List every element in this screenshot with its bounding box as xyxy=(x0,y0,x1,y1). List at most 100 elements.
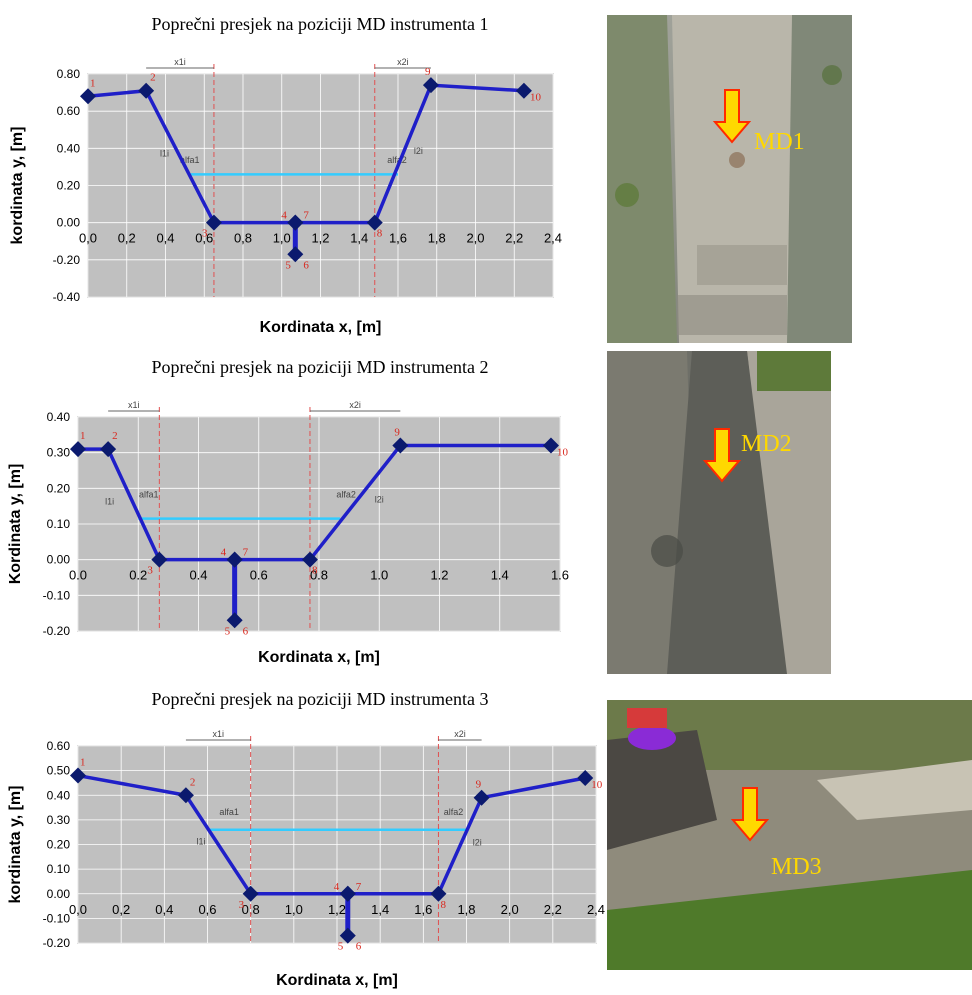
photo-md2-image xyxy=(607,351,831,674)
y-tick-label: -0.20 xyxy=(43,624,71,638)
chart-title: Poprečni presjek na poziciji MD instrume… xyxy=(151,689,489,709)
data-point-marker xyxy=(242,885,259,902)
data-point-marker xyxy=(339,885,356,902)
x-tick-label: 2,0 xyxy=(466,231,484,246)
y-axis-title: Kordinata y, [m] xyxy=(7,464,24,585)
x-tick-label: 0,4 xyxy=(155,902,173,917)
x-tick-label: 0,0 xyxy=(79,231,97,246)
point-label: 10 xyxy=(591,779,603,791)
annotation-label: l2i xyxy=(375,495,384,505)
annotation-label: alfa2 xyxy=(444,807,464,817)
data-point-marker xyxy=(80,88,96,105)
x-tick-label: 1,0 xyxy=(285,902,303,917)
x-tick-label: 1,0 xyxy=(273,231,291,246)
data-point-marker xyxy=(422,77,439,94)
annotation-label: alfa2 xyxy=(336,489,356,499)
y-tick-label: 0.00 xyxy=(47,887,71,901)
y-tick-label: 0.40 xyxy=(47,410,71,424)
y-tick-label: 0.40 xyxy=(47,788,71,802)
x-tick-label: 2,2 xyxy=(544,902,562,917)
x-tick-label: 1,8 xyxy=(428,231,446,246)
point-label: 5 xyxy=(338,941,344,953)
y-tick-label: 0.60 xyxy=(47,739,71,753)
point-label: 8 xyxy=(440,899,446,911)
photo-md2: MD2 xyxy=(607,351,831,674)
data-point-marker xyxy=(226,612,243,629)
annotation-label: alfa1 xyxy=(180,155,200,165)
point-label: 9 xyxy=(476,779,482,791)
point-label: 9 xyxy=(425,66,431,78)
y-tick-label: -0.40 xyxy=(53,290,81,304)
annotation-label: l2i xyxy=(414,146,423,156)
data-point-marker xyxy=(226,551,243,568)
photo-label-md1: MD1 xyxy=(754,129,805,155)
x-tick-label: 0.2 xyxy=(129,568,147,583)
y-axis-title: kordinata y, [m] xyxy=(7,786,24,904)
point-label: 2 xyxy=(150,72,156,84)
point-label: 7 xyxy=(303,210,309,222)
photo-label-md2: MD2 xyxy=(741,431,792,457)
data-point-marker xyxy=(151,551,168,568)
data-point-marker xyxy=(177,787,194,804)
x-tick-label: 0.6 xyxy=(250,568,268,583)
point-label: 2 xyxy=(190,776,196,788)
x-tick-label: 0.4 xyxy=(189,568,207,583)
data-point-marker xyxy=(366,214,383,231)
annotation-label: l2i xyxy=(473,838,482,848)
annotation-label: l1i xyxy=(160,149,169,159)
x-tick-label: 0,2 xyxy=(112,902,130,917)
y-tick-label: 0.50 xyxy=(47,764,71,778)
x-tick-label: 1.6 xyxy=(551,568,569,583)
data-point-marker xyxy=(287,246,304,263)
y-tick-label: 0.30 xyxy=(47,446,71,460)
data-point-marker xyxy=(287,214,304,231)
point-label: 10 xyxy=(530,92,542,104)
y-tick-label: 0.10 xyxy=(47,517,71,531)
point-label: 6 xyxy=(303,259,309,271)
data-point-marker xyxy=(392,437,409,454)
x-tick-label: 0.0 xyxy=(69,568,87,583)
x-tick-label: 0,4 xyxy=(156,231,174,246)
dimension-label: x2i xyxy=(454,729,466,739)
data-point-marker xyxy=(339,927,356,944)
y-tick-label: 0.80 xyxy=(57,67,81,81)
y-tick-label: 0.00 xyxy=(57,216,81,230)
data-point-marker xyxy=(100,441,117,458)
chart-md1: Poprečni presjek na poziciji MD instrume… xyxy=(0,0,600,336)
dimension-label: x2i xyxy=(397,57,409,67)
x-axis-title: Kordinata x, [m] xyxy=(276,972,398,989)
x-tick-label: 1,6 xyxy=(414,902,432,917)
annotation-label: l1i xyxy=(105,496,114,506)
y-tick-label: 0.20 xyxy=(47,481,71,495)
point-label: 3 xyxy=(202,228,208,240)
y-tick-label: -0.20 xyxy=(53,253,81,267)
x-tick-label: 0.8 xyxy=(310,568,328,583)
point-label: 2 xyxy=(112,430,118,442)
data-point-marker xyxy=(138,82,155,99)
annotation-label: alfa1 xyxy=(219,807,239,817)
y-tick-label: -0.20 xyxy=(43,936,71,950)
x-tick-label: 0,2 xyxy=(118,231,136,246)
data-point-marker xyxy=(70,441,86,458)
y-tick-label: 0.10 xyxy=(47,862,71,876)
photo-md1-image xyxy=(607,15,852,343)
dimension-label: x2i xyxy=(349,400,361,410)
y-tick-label: 0.40 xyxy=(57,141,81,155)
point-label: 10 xyxy=(557,447,569,459)
x-tick-label: 1.0 xyxy=(370,568,388,583)
y-tick-label: 0.00 xyxy=(47,553,71,567)
x-tick-label: 1.4 xyxy=(491,568,509,583)
y-tick-label: -0.10 xyxy=(43,911,71,925)
chart-title: Poprečni presjek na poziciji MD instrume… xyxy=(151,14,489,34)
x-tick-label: 0,8 xyxy=(234,231,252,246)
x-tick-label: 1,8 xyxy=(457,902,475,917)
point-label: 1 xyxy=(80,430,86,442)
photo-md3: MD3 xyxy=(607,700,972,970)
x-tick-label: 1,6 xyxy=(389,231,407,246)
point-label: 5 xyxy=(285,259,291,271)
x-tick-label: 1,2 xyxy=(311,231,329,246)
point-label: 4 xyxy=(281,210,287,222)
y-tick-label: 0.60 xyxy=(57,104,81,118)
data-point-marker xyxy=(70,767,86,784)
point-label: 1 xyxy=(80,757,86,769)
